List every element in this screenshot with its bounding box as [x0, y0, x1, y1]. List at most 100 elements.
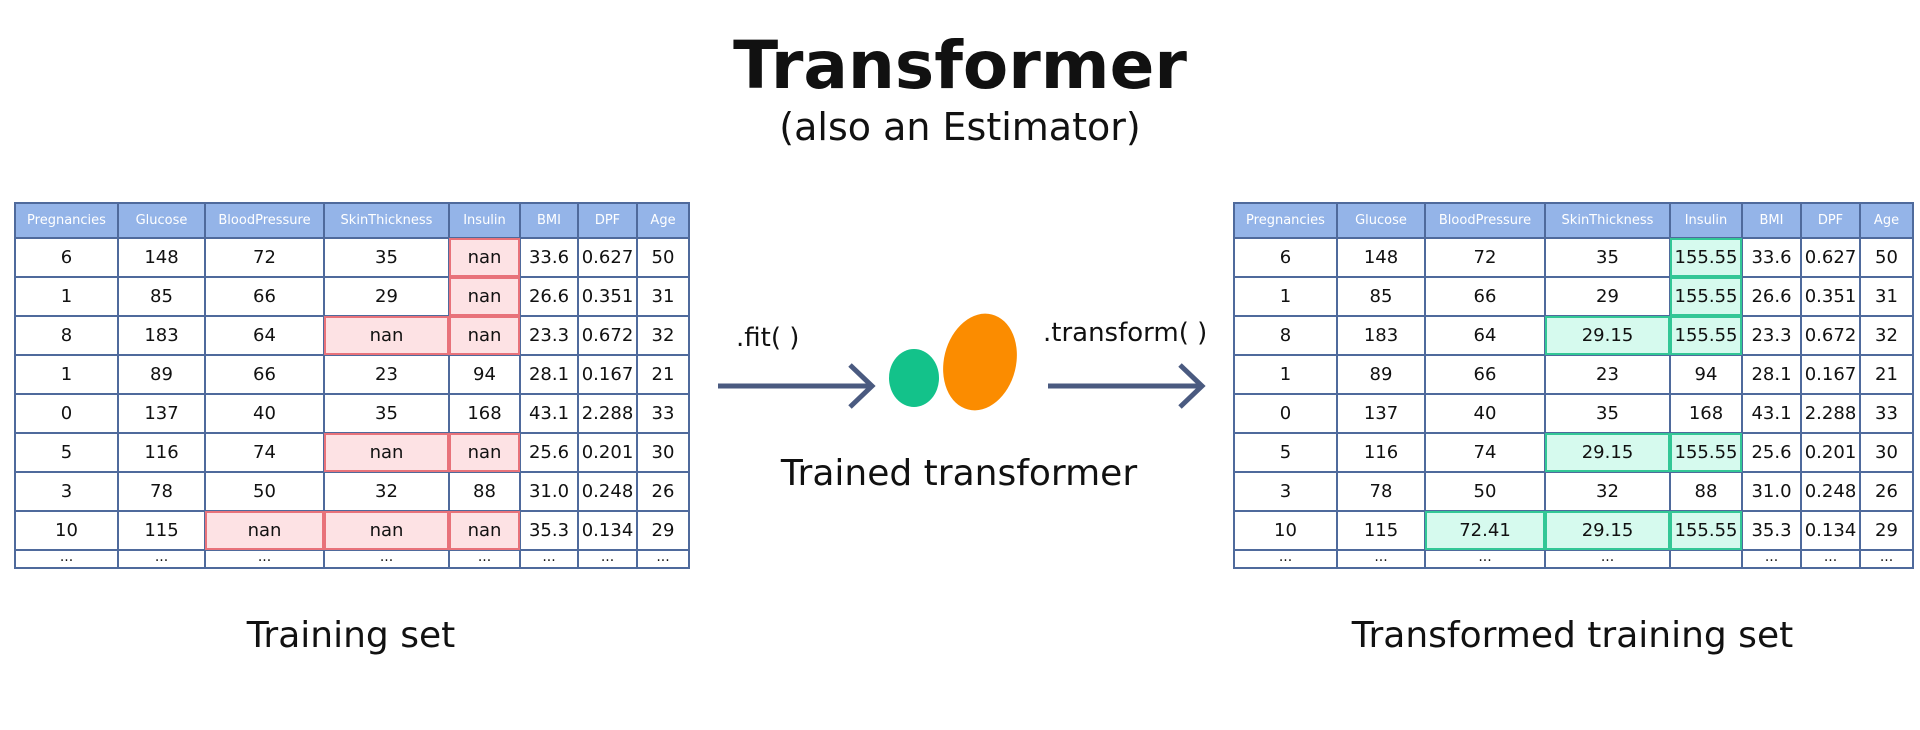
table-cell: 0.351 — [577, 276, 638, 317]
table-cell: 43.1 — [519, 393, 579, 434]
table-cell: 94 — [1669, 354, 1743, 395]
table-cell: 64 — [204, 315, 325, 356]
diagram-subtitle: (also an Estimator) — [779, 105, 1141, 149]
table-cell: 66 — [204, 276, 325, 317]
table-cell: 32 — [636, 315, 690, 356]
table-cell: 25.6 — [519, 432, 579, 473]
table-cell: 155.55 — [1669, 237, 1743, 278]
table-cell: 35 — [323, 237, 450, 278]
table-cell: 155.55 — [1669, 510, 1743, 551]
table-cell: 89 — [117, 354, 206, 395]
table-cell: 3 — [14, 471, 119, 512]
table-cell: 0.167 — [577, 354, 638, 395]
ellipsis-cell: ... — [1800, 549, 1861, 569]
table-cell: 0.134 — [1800, 510, 1861, 551]
table-cell: 29 — [636, 510, 690, 551]
table-cell: nan — [323, 315, 450, 356]
table-cell: 35.3 — [519, 510, 579, 551]
table-cell: 72 — [204, 237, 325, 278]
table-cell: 2.288 — [577, 393, 638, 434]
ellipsis-cell: ... — [1741, 549, 1802, 569]
table-cell: 35.3 — [1741, 510, 1802, 551]
table-cell: 0.134 — [577, 510, 638, 551]
table-cell: 29.15 — [1544, 510, 1671, 551]
table-cell: 1 — [1233, 354, 1338, 395]
model-caption: Trained transformer — [780, 453, 1138, 494]
training-set-caption: Training set — [246, 615, 456, 656]
table-cell: 26 — [636, 471, 690, 512]
table-cell: 1 — [1233, 276, 1338, 317]
right-arrow-icon — [718, 363, 876, 409]
table-cell: 116 — [1336, 432, 1426, 473]
table-cell: nan — [448, 432, 521, 473]
column-header: Glucose — [117, 202, 206, 239]
table-cell: 31 — [1859, 276, 1914, 317]
table-cell: 26 — [1859, 471, 1914, 512]
transformed-set-caption: Transformed training set — [1351, 615, 1794, 656]
column-header: Insulin — [1669, 202, 1743, 239]
table-cell: 88 — [1669, 471, 1743, 512]
table-cell: 85 — [117, 276, 206, 317]
ellipsis-row: ..................... — [1233, 549, 1914, 569]
column-header: Age — [636, 202, 690, 239]
table-cell: 148 — [117, 237, 206, 278]
table-cell: 0.248 — [1800, 471, 1861, 512]
column-header: SkinThickness — [1544, 202, 1671, 239]
table-cell: 1 — [14, 276, 119, 317]
ellipsis-cell: ... — [14, 549, 119, 569]
table-cell: 183 — [1336, 315, 1426, 356]
ellipsis-cell: ... — [1859, 549, 1914, 569]
table-cell: 0.672 — [1800, 315, 1861, 356]
table-cell: 72.41 — [1424, 510, 1546, 551]
table-cell: 94 — [448, 354, 521, 395]
column-header: Glucose — [1336, 202, 1426, 239]
table-cell: nan — [448, 237, 521, 278]
table-cell: 29.15 — [1544, 432, 1671, 473]
table-cell: 29 — [323, 276, 450, 317]
table-cell: 50 — [636, 237, 690, 278]
table-cell: 40 — [204, 393, 325, 434]
table-cell: 50 — [1424, 471, 1546, 512]
ellipsis-cell: ... — [117, 549, 206, 569]
column-header: BMI — [519, 202, 579, 239]
column-header: BMI — [1741, 202, 1802, 239]
table-cell: 23.3 — [519, 315, 579, 356]
table-cell: 72 — [1424, 237, 1546, 278]
table-cell: 64 — [1424, 315, 1546, 356]
ellipsis-cell: ... — [519, 549, 579, 569]
table-cell: 30 — [636, 432, 690, 473]
table-cell: 85 — [1336, 276, 1426, 317]
table-cell: 50 — [204, 471, 325, 512]
table-cell: 5 — [1233, 432, 1338, 473]
column-header: DPF — [1800, 202, 1861, 239]
table-cell: 29.15 — [1544, 315, 1671, 356]
ellipsis-cell: ... — [1544, 549, 1671, 569]
column-header: Pregnancies — [14, 202, 119, 239]
table-cell: 168 — [448, 393, 521, 434]
table-cell: nan — [323, 510, 450, 551]
table-cell: 2.288 — [1800, 393, 1861, 434]
table-cell: 1 — [14, 354, 119, 395]
ellipsis-cell: ... — [636, 549, 690, 569]
table-cell: 6 — [1233, 237, 1338, 278]
green-ellipse-shape — [889, 349, 939, 407]
table-cell: 66 — [1424, 276, 1546, 317]
table-cell: nan — [448, 315, 521, 356]
table-cell: 0.672 — [577, 315, 638, 356]
table-cell: 10 — [14, 510, 119, 551]
table-cell: 155.55 — [1669, 432, 1743, 473]
table-cell: 25.6 — [1741, 432, 1802, 473]
table-cell: 35 — [1544, 393, 1671, 434]
table-cell: 35 — [323, 393, 450, 434]
table-cell: 116 — [117, 432, 206, 473]
table-cell: 26.6 — [1741, 276, 1802, 317]
ellipsis-cell: ... — [323, 549, 450, 569]
